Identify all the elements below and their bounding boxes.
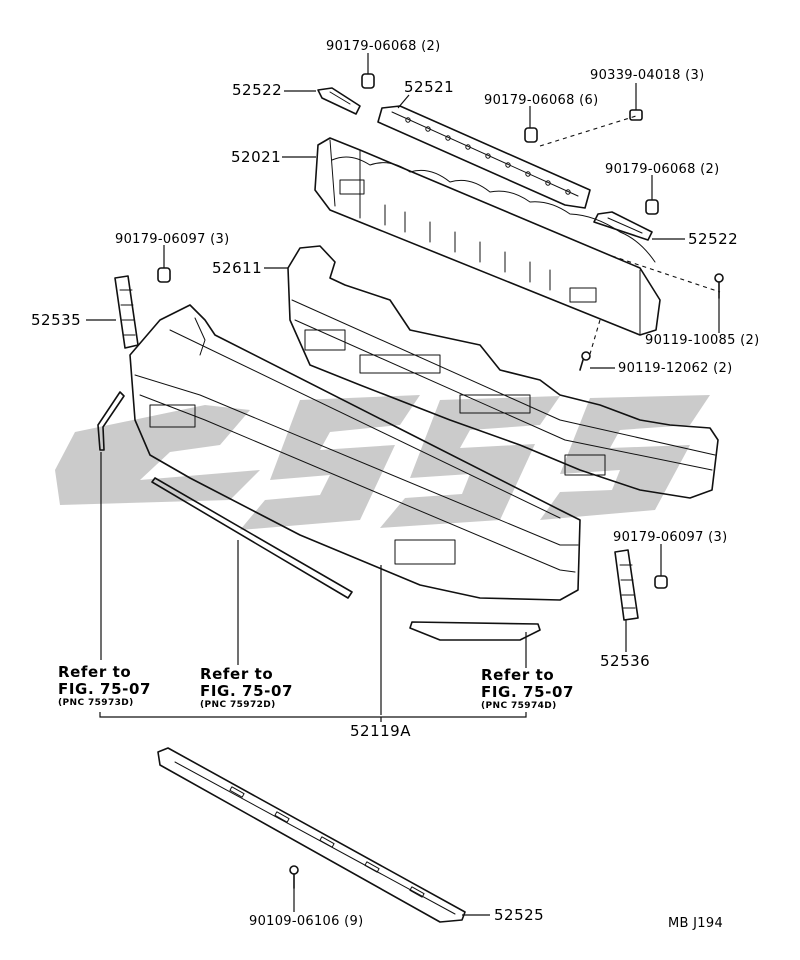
reference-right-refer: Refer to xyxy=(481,666,555,684)
callout-fastener-right: 90179-06068 (2) xyxy=(605,162,720,177)
reference-right-fig: FIG. 75-07 xyxy=(481,683,575,701)
reference-center-fig: FIG. 75-07 xyxy=(200,682,294,700)
watermark-logo xyxy=(55,395,710,530)
molding-left xyxy=(97,391,125,451)
reference-left: Refer to FIG. 75-07 (PNC 75973D) xyxy=(58,663,152,709)
callout-bolt-mid: 90119-12062 (2) xyxy=(618,361,733,376)
callout-fastener-top-left: 90179-06068 (2) xyxy=(326,39,441,54)
bracket-left-52522 xyxy=(317,87,361,115)
callout-bolt-right: 90119-10085 (2) xyxy=(645,333,760,348)
molding-right xyxy=(409,621,541,641)
reinforcement-52021 xyxy=(314,137,661,336)
reference-center: Refer to FIG. 75-07 (PNC 75972D) xyxy=(200,665,294,711)
callout-bracket-right: 52522 xyxy=(688,230,739,248)
bolt-icon xyxy=(714,273,724,299)
retainer-left-52535 xyxy=(114,275,139,349)
bumper-cover-52119A xyxy=(129,304,581,601)
clip-icon xyxy=(629,109,643,121)
reference-right: Refer to FIG. 75-07 (PNC 75974D) xyxy=(481,666,575,712)
callout-reinforcement-upper: 52521 xyxy=(404,78,455,96)
leader-lines xyxy=(86,53,721,916)
callout-clip-top-right: 90339-04018 (3) xyxy=(590,68,705,83)
callout-absorber: 52611 xyxy=(212,259,263,277)
callout-stay-lower: 52525 xyxy=(494,906,545,924)
callout-retainer-left: 52535 xyxy=(31,311,82,329)
nut-icon xyxy=(361,73,375,89)
bolt-icon xyxy=(579,351,591,371)
reference-left-refer: Refer to xyxy=(58,663,132,681)
diagram-code: MB J194 xyxy=(668,916,724,931)
nut-icon xyxy=(654,575,668,589)
callout-bracket-left: 52522 xyxy=(232,81,283,99)
molding-center xyxy=(151,477,353,599)
retainer-right-52536 xyxy=(614,549,639,621)
callout-nut-left: 90179-06097 (3) xyxy=(115,232,230,247)
reference-center-pnc: (PNC 75972D) xyxy=(200,700,276,710)
reference-left-fig: FIG. 75-07 xyxy=(58,680,152,698)
callout-fastener-mid: 90179-06068 (6) xyxy=(484,93,599,108)
bracket-right-52522 xyxy=(593,211,653,241)
reinforcement-upper-52521 xyxy=(377,105,591,209)
nut-icon xyxy=(645,199,659,215)
callout-retainer-right: 52536 xyxy=(600,652,651,670)
reference-center-refer: Refer to xyxy=(200,665,274,683)
callout-reinforcement: 52021 xyxy=(231,148,282,166)
nut-icon xyxy=(157,267,171,283)
nut-icon xyxy=(524,127,538,143)
callout-bolt-lower: 90109-06106 (9) xyxy=(249,914,364,929)
bolt-icon xyxy=(289,865,299,889)
callout-bumper-cover: 52119A xyxy=(350,722,411,740)
reference-left-pnc: (PNC 75973D) xyxy=(58,698,134,708)
callout-nut-right: 90179-06097 (3) xyxy=(613,530,728,545)
reference-right-pnc: (PNC 75974D) xyxy=(481,701,557,711)
absorber-52611 xyxy=(287,245,719,499)
stay-lower-52525 xyxy=(157,747,466,923)
